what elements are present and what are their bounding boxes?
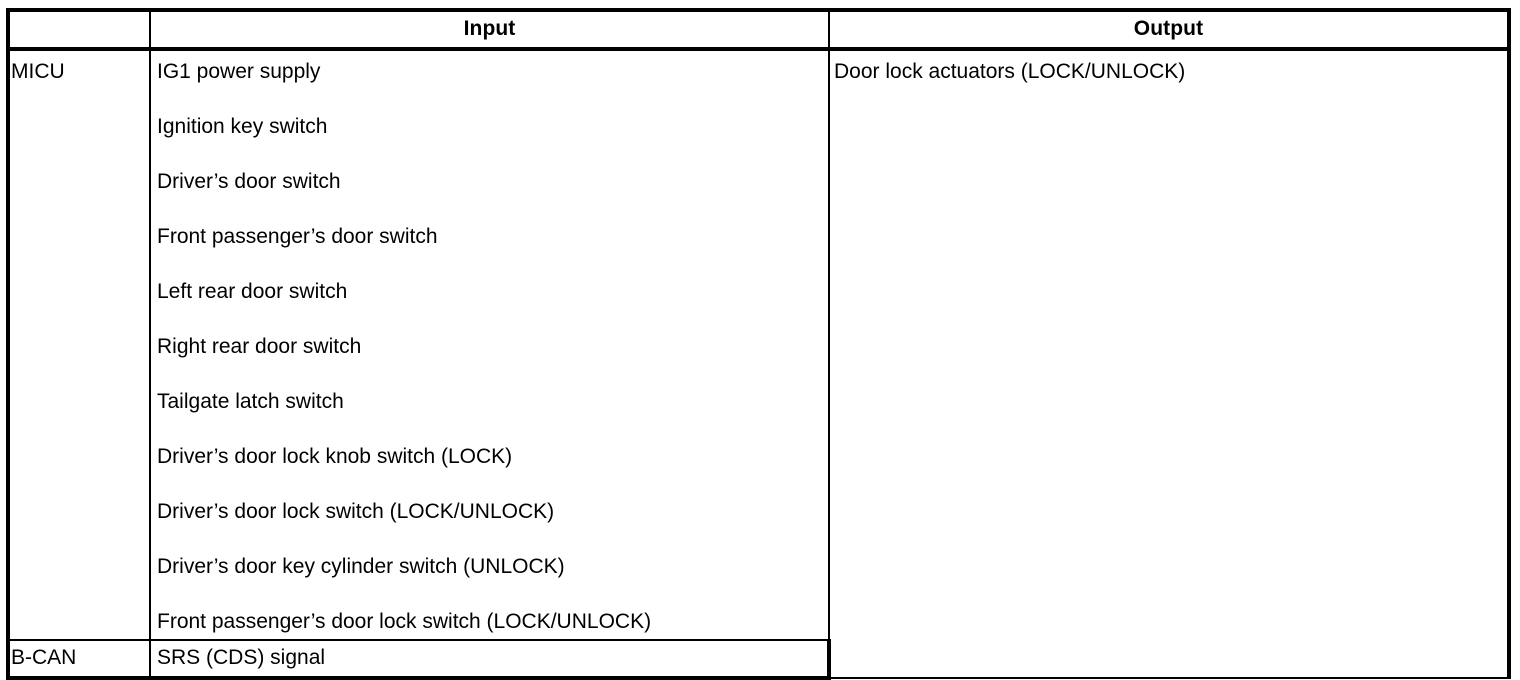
header-cell-output: Output: [828, 8, 1511, 51]
table-header: Input Output: [6, 8, 1511, 51]
list-item: IG1 power supply: [157, 60, 321, 83]
list-item: Left rear door switch: [157, 280, 348, 303]
table-header-row: Input Output: [6, 8, 1511, 51]
list-item: Tailgate latch switch: [157, 390, 344, 413]
output-cell: Door lock actuators (LOCK/UNLOCK): [828, 48, 1511, 679]
list-item: Front passenger’s door switch: [157, 225, 438, 248]
output-signal-list: Door lock actuators (LOCK/UNLOCK): [831, 51, 1507, 84]
header-label-output: Output: [1133, 17, 1204, 40]
module-label-micu: MICU: [11, 60, 65, 83]
table-row-micu: MICU IG1 power supply Ignition key switc…: [6, 48, 1511, 679]
list-item: Driver’s door key cylinder switch (UNLOC…: [157, 555, 565, 578]
list-item: Driver’s door lock switch (LOCK/UNLOCK): [157, 500, 555, 523]
header-label-input: Input: [463, 17, 516, 40]
header-label-module: [10, 12, 149, 45]
list-item: Driver’s door lock knob switch (LOCK): [157, 445, 513, 468]
header-cell-module: [6, 8, 151, 51]
input-cell-micu: IG1 power supply Ignition key switch Dri…: [149, 48, 830, 641]
input-output-table: Input Output MICU IG1 power supply Ignit…: [6, 8, 1511, 680]
list-item: Right rear door switch: [157, 335, 362, 358]
list-item: Door lock actuators (LOCK/UNLOCK): [834, 60, 1186, 83]
list-item: SRS (CDS) signal: [157, 646, 326, 669]
list-item: Front passenger’s door lock switch (LOCK…: [157, 610, 652, 633]
input-signal-list-micu: IG1 power supply Ignition key switch Dri…: [151, 51, 828, 634]
list-item: Ignition key switch: [157, 115, 328, 138]
module-cell-bcan: B-CAN: [6, 639, 151, 680]
input-cell-bcan: SRS (CDS) signal: [149, 639, 831, 680]
input-signal-list-bcan: SRS (CDS) signal: [151, 641, 827, 670]
header-cell-input: Input: [149, 8, 830, 51]
table-body: MICU IG1 power supply Ignition key switc…: [6, 48, 1511, 680]
list-item: Driver’s door switch: [157, 170, 341, 193]
module-cell-micu: MICU: [6, 48, 151, 641]
module-label-bcan: B-CAN: [11, 646, 77, 669]
